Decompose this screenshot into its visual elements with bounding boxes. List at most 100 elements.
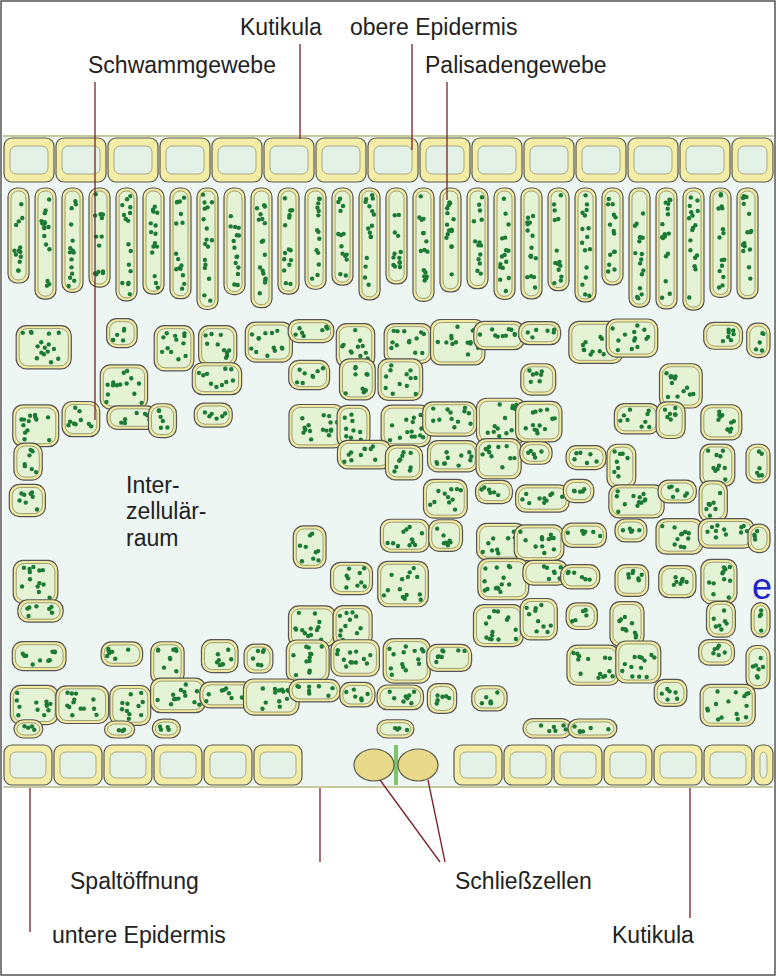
chloroplast bbox=[666, 207, 670, 211]
chloroplast bbox=[616, 338, 620, 342]
chloroplast bbox=[336, 648, 340, 652]
plant-cell bbox=[152, 719, 180, 738]
chloroplast bbox=[347, 566, 351, 570]
chloroplast bbox=[491, 536, 495, 540]
cell-inner bbox=[571, 722, 614, 735]
chloroplast bbox=[27, 419, 31, 423]
chloroplast bbox=[478, 208, 482, 212]
chloroplast bbox=[205, 226, 209, 230]
chloroplast bbox=[612, 267, 616, 271]
chloroplast bbox=[496, 609, 500, 613]
chloroplast bbox=[623, 502, 627, 506]
chloroplast bbox=[316, 213, 320, 217]
chloroplast bbox=[120, 701, 124, 705]
cell-inner bbox=[605, 191, 620, 282]
epidermis-inner bbox=[60, 752, 96, 778]
plant-cell bbox=[548, 188, 569, 291]
epidermis-cell bbox=[104, 745, 152, 785]
chloroplast bbox=[582, 348, 586, 352]
chloroplast bbox=[578, 729, 582, 733]
chloroplast bbox=[552, 569, 556, 573]
chloroplast bbox=[209, 412, 213, 416]
chloroplast bbox=[317, 197, 321, 201]
chloroplast bbox=[256, 649, 260, 653]
chloroplast bbox=[344, 257, 348, 261]
chloroplast bbox=[757, 466, 761, 470]
chloroplast bbox=[346, 576, 350, 580]
chloroplast bbox=[67, 705, 71, 709]
chloroplast bbox=[408, 570, 412, 574]
chloroplast bbox=[27, 567, 31, 571]
chloroplast bbox=[207, 277, 211, 281]
chloroplast bbox=[153, 241, 157, 245]
chloroplast bbox=[392, 252, 396, 256]
chloroplast bbox=[106, 392, 110, 396]
cell-inner bbox=[200, 191, 215, 306]
chloroplast bbox=[351, 428, 355, 432]
chloroplast bbox=[549, 536, 553, 540]
chloroplast bbox=[363, 389, 367, 393]
chloroplast bbox=[706, 502, 710, 506]
chloroplast bbox=[633, 251, 637, 255]
chloroplast bbox=[129, 249, 133, 253]
chloroplast bbox=[24, 654, 28, 658]
plant-cell bbox=[699, 640, 735, 665]
chloroplast bbox=[364, 372, 368, 376]
chloroplast bbox=[489, 454, 493, 458]
chloroplast bbox=[531, 423, 535, 427]
cell-inner bbox=[618, 522, 644, 539]
chloroplast bbox=[498, 277, 502, 281]
chloroplast bbox=[262, 648, 266, 652]
chloroplast bbox=[688, 248, 692, 252]
chloroplast bbox=[509, 428, 513, 432]
cell-inner bbox=[342, 362, 372, 397]
chloroplast bbox=[263, 221, 267, 225]
chloroplast bbox=[203, 258, 207, 262]
cell-inner bbox=[21, 603, 60, 619]
plant-cell bbox=[413, 188, 434, 301]
chloroplast bbox=[413, 376, 417, 380]
chloroplast bbox=[359, 580, 363, 584]
chloroplast bbox=[47, 197, 51, 201]
chloroplast bbox=[365, 692, 369, 696]
chloroplast bbox=[404, 694, 408, 698]
chloroplast bbox=[16, 713, 20, 717]
chloroplast bbox=[388, 368, 392, 372]
chloroplast bbox=[596, 676, 600, 680]
chloroplast bbox=[209, 381, 213, 385]
chloroplast bbox=[571, 651, 575, 655]
chloroplast bbox=[325, 326, 329, 330]
plant-cell bbox=[710, 188, 731, 297]
chloroplast bbox=[468, 422, 472, 426]
chloroplast bbox=[741, 249, 745, 253]
chloroplast bbox=[236, 272, 240, 276]
plant-cell bbox=[62, 188, 83, 292]
chloroplast bbox=[35, 507, 39, 511]
chloroplast bbox=[340, 251, 344, 255]
chloroplast bbox=[498, 262, 502, 266]
chloroplast bbox=[421, 231, 425, 235]
chloroplast bbox=[444, 340, 448, 344]
chloroplast bbox=[214, 416, 218, 420]
plant-cell bbox=[380, 519, 429, 552]
chloroplast bbox=[350, 660, 354, 664]
chloroplast bbox=[288, 248, 292, 252]
chloroplast bbox=[48, 658, 52, 662]
chloroplast bbox=[229, 214, 233, 218]
chloroplast bbox=[536, 619, 540, 623]
chloroplast bbox=[714, 529, 718, 533]
chloroplast bbox=[127, 262, 131, 266]
chloroplast bbox=[635, 345, 639, 349]
chloroplast bbox=[231, 378, 235, 382]
chloroplast bbox=[483, 566, 487, 570]
chloroplast bbox=[469, 454, 473, 458]
chloroplast bbox=[205, 372, 209, 376]
chloroplast bbox=[326, 694, 330, 698]
plant-cell bbox=[105, 721, 135, 738]
chloroplast bbox=[397, 213, 401, 217]
chloroplast bbox=[713, 647, 717, 651]
chloroplast bbox=[396, 544, 400, 548]
chloroplast bbox=[647, 425, 651, 429]
chloroplast bbox=[139, 401, 143, 405]
